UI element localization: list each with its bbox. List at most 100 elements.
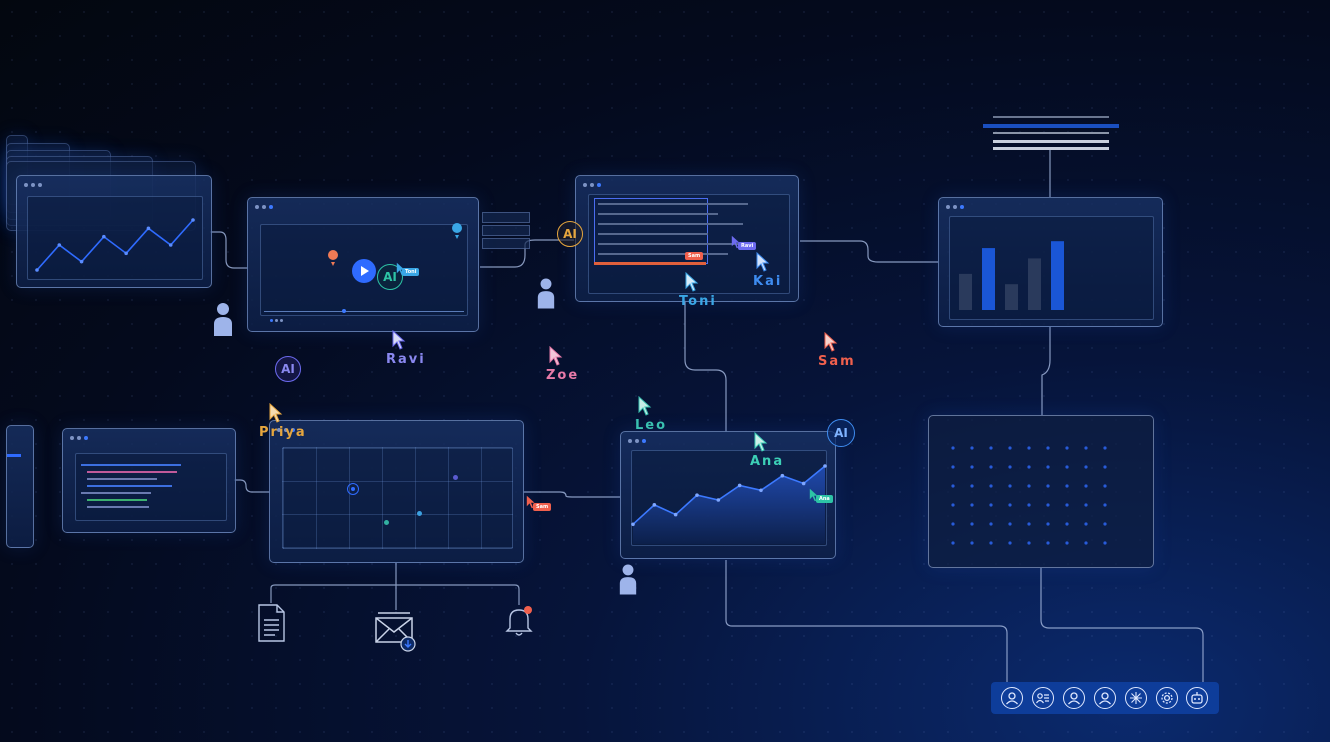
matrix-dot	[1008, 503, 1012, 507]
video-progress-knob[interactable]	[342, 309, 346, 313]
video-progress-track[interactable]	[264, 311, 464, 312]
matrix-dot	[1008, 484, 1012, 488]
side-tab-1[interactable]	[482, 212, 530, 223]
play-icon	[361, 266, 369, 276]
user-button[interactable]	[1093, 687, 1116, 709]
person-icon	[214, 303, 232, 336]
text-line	[598, 243, 738, 245]
partial-window-left[interactable]	[6, 425, 34, 548]
matrix-dot	[1027, 446, 1031, 450]
window-controls	[583, 183, 601, 187]
highlighted-text-line	[594, 262, 706, 265]
bell-icon[interactable]	[505, 604, 535, 638]
matrix-dot	[989, 541, 993, 545]
data-point	[35, 268, 39, 272]
matrix-dot	[1046, 446, 1050, 450]
window-controls	[255, 205, 273, 209]
settings-button[interactable]	[1155, 687, 1178, 709]
bar	[1028, 258, 1041, 310]
network-icon	[1129, 692, 1142, 704]
matrix-dot	[1027, 484, 1031, 488]
cursor-label-priya: Priya	[259, 425, 307, 440]
text-line	[598, 233, 708, 235]
ai-badge-blue[interactable]: AI	[827, 419, 855, 447]
matrix-dot	[1103, 522, 1107, 526]
user-button[interactable]	[1063, 687, 1086, 709]
text-line	[598, 203, 748, 205]
person-icon	[537, 278, 555, 309]
pointer-icon	[638, 395, 652, 416]
matrix-dot	[1084, 446, 1088, 450]
matrix-dot	[1065, 541, 1069, 545]
matrix-dot	[951, 465, 955, 469]
code-line	[87, 506, 149, 508]
user-icon	[1006, 692, 1019, 705]
bar-chart-window[interactable]	[938, 197, 1163, 327]
matrix-dot	[951, 503, 955, 507]
matrix-dot	[1027, 541, 1031, 545]
matrix-dot	[989, 484, 993, 488]
matrix-dot	[1103, 465, 1107, 469]
dot-matrix-window[interactable]	[928, 415, 1154, 568]
matrix-dot	[970, 541, 974, 545]
pointer-icon	[756, 251, 770, 272]
scatter-plot-window[interactable]	[269, 420, 524, 563]
matrix-dot	[989, 503, 993, 507]
text-line	[598, 213, 718, 215]
data-point	[695, 493, 699, 497]
user-list-button[interactable]	[1032, 687, 1055, 709]
code-line	[87, 478, 157, 480]
area-chart-window[interactable]	[620, 431, 836, 559]
cursor-sam	[824, 331, 838, 356]
window-controls	[24, 183, 42, 187]
network-button[interactable]	[1124, 687, 1147, 709]
line-chart-window-left[interactable]	[16, 175, 212, 288]
matrix-dot	[1084, 503, 1088, 507]
side-tab-2[interactable]	[482, 225, 530, 236]
cursor-label-zoe: Zoe	[546, 368, 580, 383]
data-point	[652, 503, 657, 507]
cursor-tag-toni: Toni	[402, 268, 420, 276]
window-controls	[946, 205, 964, 209]
document-icon[interactable]	[257, 604, 286, 642]
bar	[982, 248, 995, 310]
area-fill	[633, 466, 825, 544]
line-series	[632, 465, 826, 525]
matrix-dot	[1084, 522, 1088, 526]
cursor-label-sam: Sam	[818, 354, 856, 369]
cursor-tag-ana: Ana	[816, 495, 833, 503]
matrix-dot	[1103, 484, 1107, 488]
pointer-icon	[809, 488, 818, 502]
mail-download-icon[interactable]	[374, 610, 418, 654]
pointer-icon	[685, 271, 699, 292]
ai-badge-purple[interactable]: AI	[275, 356, 301, 382]
side-tab-3[interactable]	[482, 238, 530, 249]
robot-button[interactable]	[1186, 687, 1209, 709]
matrix-dot	[1084, 484, 1088, 488]
matrix-dot	[1065, 503, 1069, 507]
location-pin-orange-icon	[328, 250, 338, 266]
user-list-icon	[1036, 693, 1050, 704]
data-point	[759, 488, 763, 493]
data-point	[57, 243, 62, 247]
ai-badge-orange[interactable]: AI	[557, 221, 583, 247]
area-chart	[631, 464, 827, 544]
matrix-dot	[1046, 541, 1050, 545]
matrix-dot	[1103, 503, 1107, 507]
matrix-dot	[989, 465, 993, 469]
user-icon	[1098, 692, 1111, 705]
scatter-point	[417, 511, 422, 516]
user-button[interactable]	[1001, 687, 1024, 709]
code-line	[87, 499, 147, 501]
location-pin-blue-icon	[452, 223, 462, 239]
matrix-dot	[951, 484, 955, 488]
matrix-dot	[951, 522, 955, 526]
video-player-window[interactable]	[247, 197, 479, 332]
matrix-dot	[1046, 484, 1050, 488]
person-icon	[619, 564, 637, 595]
code-editor-window[interactable]	[62, 428, 236, 533]
pointer-icon	[754, 431, 768, 452]
cursor-label-toni: Toni	[679, 294, 717, 309]
play-button[interactable]	[352, 259, 376, 283]
